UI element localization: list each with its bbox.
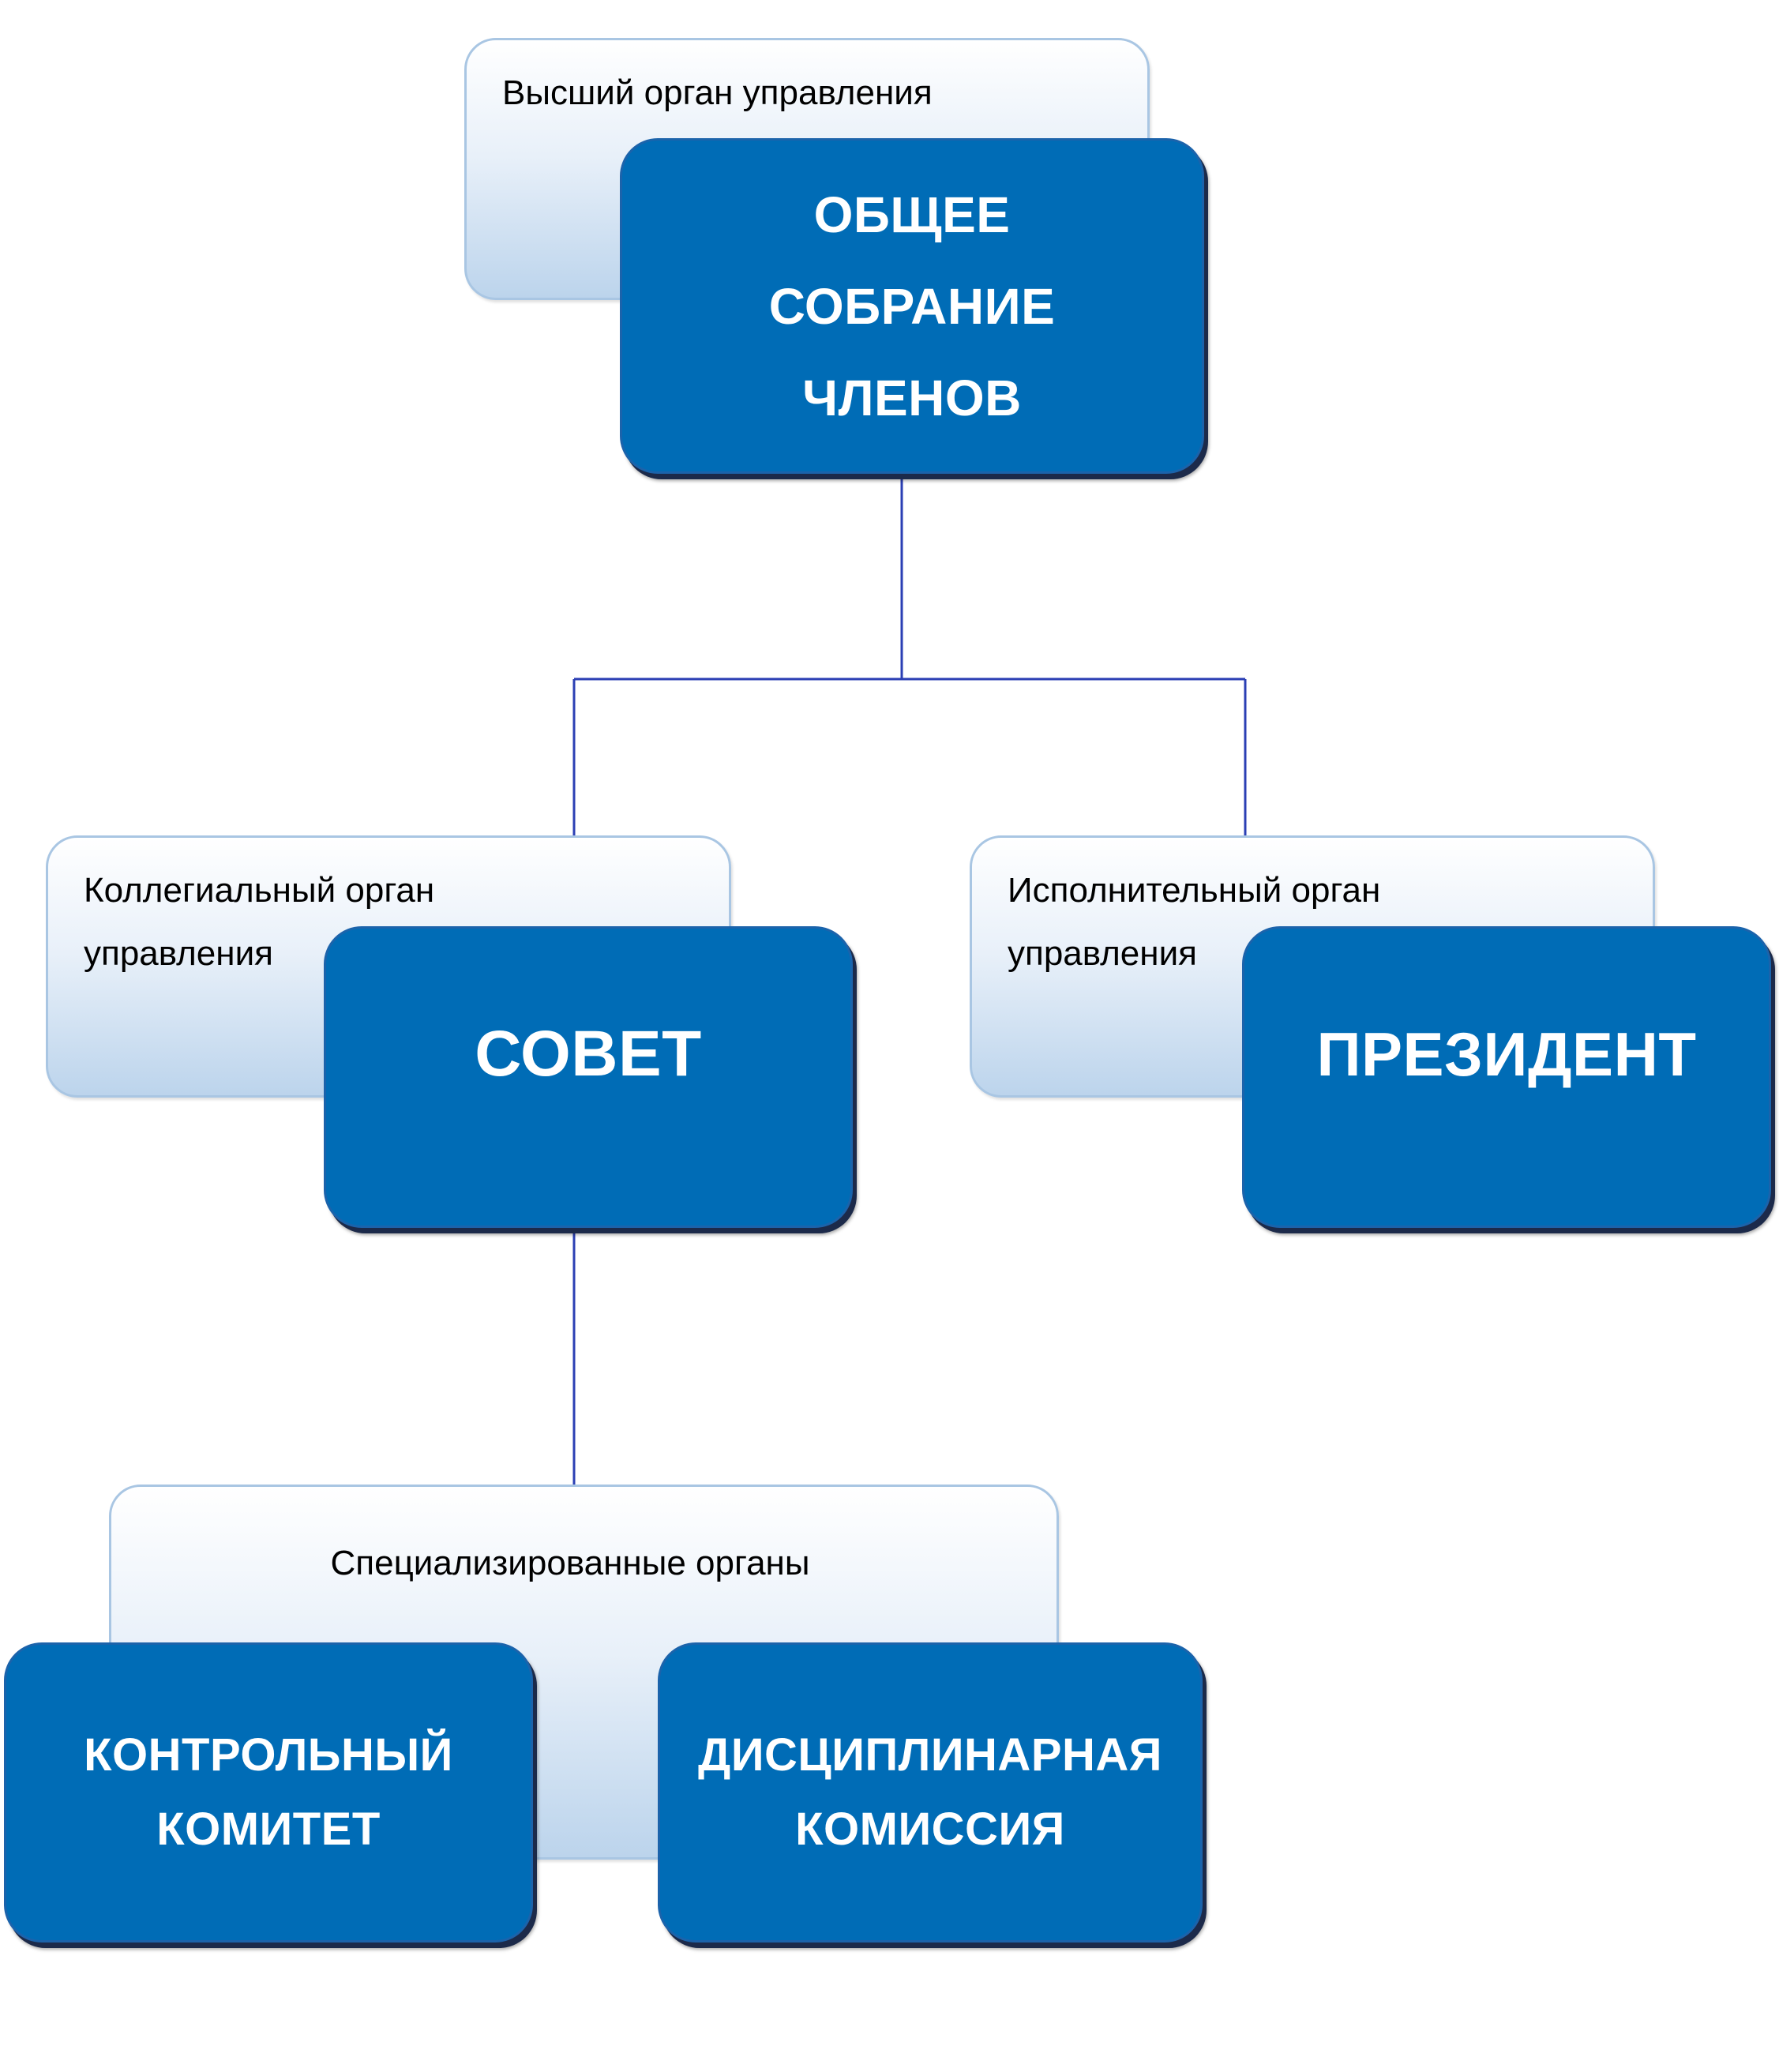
caption-president: Исполнительный орган управления [1008,871,1381,973]
control-committee-title: КОНТРОЛЬНЫЙ КОМИТЕТ [84,1729,453,1855]
control-committee-box: КОНТРОЛЬНЫЙ КОМИТЕТ [4,1642,533,1942]
president-title: ПРЕЗИДЕНТ [1316,1019,1697,1089]
general-assembly-title: ОБЩЕЕ СОБРАНИЕ ЧЛЕНОВ [768,186,1056,426]
disciplinary-commission-title: ДИСЦИПЛИНАРНАЯ КОМИССИЯ [698,1729,1162,1855]
council-box: СОВЕТ [324,926,853,1228]
general-assembly-box: ОБЩЕЕ СОБРАНИЕ ЧЛЕНОВ [620,138,1204,474]
caption-council: Коллегиальный орган управления [84,871,435,973]
president-box: ПРЕЗИДЕНТ [1242,926,1771,1228]
caption-specialized: Специализированные органы [330,1544,810,1582]
caption-general-assembly: Высший орган управления [502,73,933,112]
disciplinary-commission-box: ДИСЦИПЛИНАРНАЯ КОМИССИЯ [658,1642,1203,1942]
council-title: СОВЕТ [475,1018,702,1090]
